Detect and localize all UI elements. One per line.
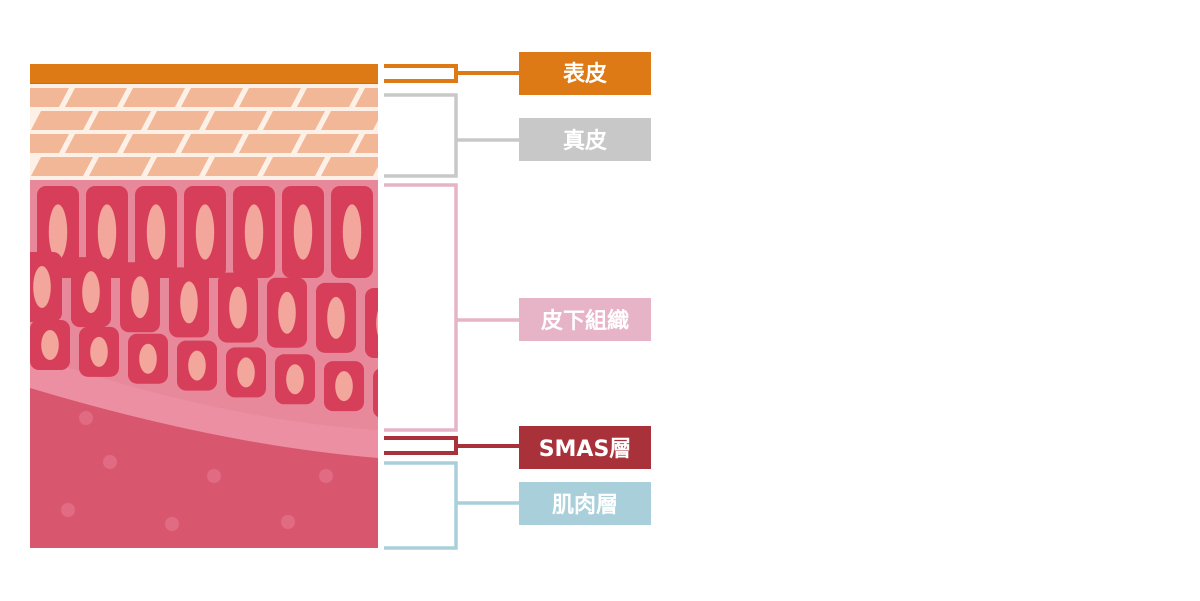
muscle-dot bbox=[319, 469, 333, 483]
dermis-brick bbox=[123, 134, 185, 153]
label-muscle-text: 肌肉層 bbox=[552, 493, 618, 518]
dermis-brick bbox=[379, 111, 441, 130]
fat-cell-nucleus bbox=[384, 378, 402, 408]
dermis-brick bbox=[30, 134, 69, 153]
dermis-brick bbox=[205, 111, 267, 130]
layer-brackets bbox=[384, 64, 519, 550]
dermis-brick bbox=[239, 134, 301, 153]
fat-cell-nucleus bbox=[286, 364, 304, 395]
epidermis-tissue bbox=[30, 64, 378, 83]
label-box-dermis bbox=[519, 118, 651, 161]
fat-cell-nucleus bbox=[188, 350, 206, 381]
smas-band bbox=[30, 355, 378, 458]
dermis-brick bbox=[355, 88, 378, 107]
label-box-muscle bbox=[519, 482, 651, 525]
dermis-brick bbox=[239, 88, 301, 107]
dermis-brick bbox=[297, 134, 359, 153]
muscle-dot bbox=[207, 469, 221, 483]
dermis-brick bbox=[31, 157, 93, 176]
dermis-brick bbox=[379, 157, 441, 176]
fat-cell-nucleus bbox=[376, 310, 378, 336]
label-muscle: 肌肉層 bbox=[519, 482, 651, 525]
label-smas: SMAS層 bbox=[519, 426, 651, 469]
label-subcutaneous: 皮下組織 bbox=[519, 298, 651, 341]
bracket-subcutaneous bbox=[384, 183, 519, 432]
muscle-dot bbox=[165, 517, 179, 531]
fat-cell-nucleus bbox=[82, 271, 100, 314]
muscle-dot bbox=[61, 503, 75, 517]
fat-cell bbox=[380, 186, 422, 278]
fat-cell-nucleus bbox=[97, 204, 117, 260]
fat-cell-nucleus bbox=[327, 296, 345, 339]
dermis-brick bbox=[89, 157, 151, 176]
dermis-brick bbox=[89, 111, 151, 130]
label-subcutaneous-text: 皮下組織 bbox=[541, 308, 629, 334]
dermis-brick bbox=[205, 157, 267, 176]
fat-cell-nucleus bbox=[278, 291, 296, 334]
fat-cell-nucleus bbox=[41, 330, 59, 360]
dermis-brick bbox=[147, 111, 209, 130]
dermis-brick bbox=[355, 134, 378, 153]
fat-cell-nucleus bbox=[146, 204, 166, 260]
fat-cell-nucleus bbox=[237, 357, 255, 388]
fat-cell-nucleus bbox=[33, 266, 51, 308]
fat-cell bbox=[365, 288, 378, 358]
dermis-brick bbox=[31, 111, 93, 130]
fat-cell-nucleus bbox=[131, 276, 149, 319]
muscle-dot bbox=[79, 411, 93, 425]
muscle-dot bbox=[103, 455, 117, 469]
bracket-smas bbox=[384, 436, 519, 455]
label-box-epidermis bbox=[519, 52, 651, 95]
dermis-brick bbox=[263, 111, 325, 130]
label-epidermis: 表皮 bbox=[519, 52, 651, 95]
fat-cell-nucleus bbox=[48, 204, 68, 260]
fat-cell-nucleus bbox=[293, 204, 313, 260]
dermis-brick bbox=[123, 88, 185, 107]
label-smas-text: SMAS層 bbox=[539, 437, 632, 462]
label-dermis: 真皮 bbox=[519, 118, 651, 161]
muscle-dot bbox=[281, 515, 295, 529]
label-box-subcutaneous bbox=[519, 298, 651, 341]
fat-cell-nucleus bbox=[180, 281, 198, 324]
dermis-brick bbox=[321, 111, 378, 130]
label-box-smas bbox=[519, 426, 651, 469]
bracket-epidermis bbox=[384, 64, 519, 83]
fat-cell-nucleus bbox=[229, 286, 247, 329]
bracket-dermis bbox=[384, 93, 519, 178]
fat-cell-nucleus bbox=[342, 204, 362, 260]
tissue-cross-section bbox=[30, 64, 441, 548]
dermis-brick bbox=[30, 88, 69, 107]
dermis-brick bbox=[297, 88, 359, 107]
fat-cell-nucleus bbox=[244, 204, 264, 260]
fat-cells bbox=[30, 186, 422, 418]
fat-cell-nucleus bbox=[90, 336, 108, 367]
muscle-dots bbox=[61, 411, 333, 531]
dermis-bricks bbox=[30, 88, 441, 176]
dermis-brick bbox=[65, 134, 127, 153]
fat-cell bbox=[373, 368, 378, 418]
dermis-brick bbox=[321, 157, 378, 176]
dermis-brick bbox=[65, 88, 127, 107]
fat-cell-nucleus bbox=[195, 204, 215, 260]
dermis-brick bbox=[263, 157, 325, 176]
fat-cell-nucleus bbox=[139, 343, 157, 374]
label-dermis-text: 真皮 bbox=[563, 128, 607, 154]
bracket-muscle bbox=[384, 461, 519, 550]
fat-cell-nucleus bbox=[392, 204, 410, 259]
dermis-brick bbox=[181, 88, 243, 107]
layer-labels: 表皮 真皮 皮下組織 SMAS層 肌肉層 bbox=[519, 52, 651, 525]
dermis-brick bbox=[181, 134, 243, 153]
label-epidermis-text: 表皮 bbox=[563, 61, 607, 87]
fat-cell-nucleus bbox=[335, 371, 353, 402]
dermis-brick bbox=[147, 157, 209, 176]
